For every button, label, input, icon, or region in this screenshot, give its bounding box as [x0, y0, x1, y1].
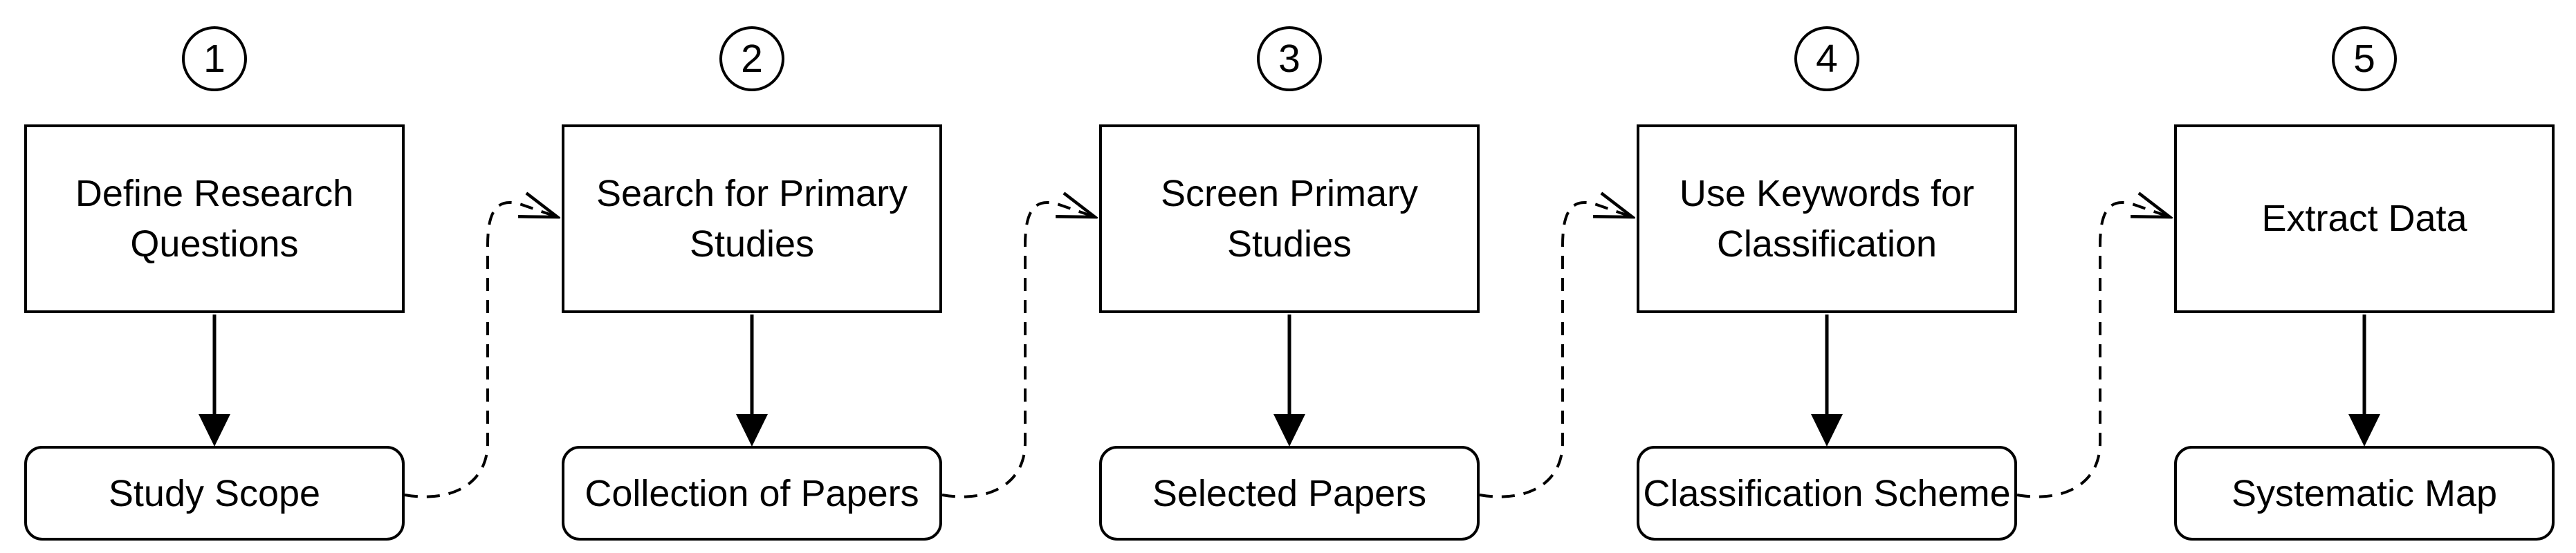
- artifact-label: Study Scope: [108, 472, 321, 514]
- step-number: 4: [1816, 37, 1838, 81]
- step-number: 1: [203, 37, 226, 81]
- artifact-label: Classification Scheme: [1643, 472, 2011, 514]
- process-label: Screen Primary Studies: [1160, 172, 1419, 265]
- process-box: Use Keywords for Classification: [1637, 124, 2017, 313]
- process-label: Extract Data: [2261, 198, 2467, 239]
- process-box: Define Research Questions: [24, 124, 405, 313]
- dashed-connector-arrow-3: [1479, 203, 1632, 498]
- step-3: 3 Screen Primary Studies Selected Papers: [1099, 0, 1480, 553]
- dashed-connector-arrow-1: [404, 203, 558, 498]
- step-number-badge: 5: [2332, 26, 2397, 91]
- step-number-badge: 1: [182, 26, 247, 91]
- step-number: 2: [741, 37, 763, 81]
- process-output-arrow-3: [1273, 315, 1305, 447]
- step-number-badge: 3: [1257, 26, 1322, 91]
- process-label: Use Keywords for Classification: [1679, 172, 1975, 265]
- artifact-box: Study Scope: [24, 446, 405, 541]
- artifact-label: Selected Papers: [1152, 472, 1427, 514]
- artifact-box: Collection of Papers: [562, 446, 942, 541]
- process-label: Define Research Questions: [75, 172, 354, 265]
- process-output-arrow-2: [736, 315, 768, 447]
- step-number-badge: 4: [1794, 26, 1859, 91]
- artifact-box: Selected Papers: [1099, 446, 1480, 541]
- process-label: Search for Primary Studies: [596, 172, 908, 265]
- step-number: 5: [2353, 37, 2375, 81]
- artifact-box: Classification Scheme: [1637, 446, 2017, 541]
- process-box: Screen Primary Studies: [1099, 124, 1480, 313]
- step-5: 5 Extract Data Systematic Map: [2174, 0, 2555, 553]
- process-output-arrow-5: [2348, 315, 2380, 447]
- process-box: Search for Primary Studies: [562, 124, 942, 313]
- process-output-arrow-1: [199, 315, 230, 447]
- dashed-connector-arrow-4: [2016, 203, 2170, 498]
- process-output-arrow-4: [1811, 315, 1843, 447]
- step-2: 2 Search for Primary Studies Collection …: [562, 0, 942, 553]
- artifact-label: Collection of Papers: [585, 472, 919, 514]
- step-1: 1 Define Research Questions Study Scope: [24, 0, 405, 553]
- process-box: Extract Data: [2174, 124, 2555, 313]
- artifact-box: Systematic Map: [2174, 446, 2555, 541]
- dashed-connector-arrow-2: [941, 203, 1095, 498]
- step-number: 3: [1278, 37, 1300, 81]
- artifact-label: Systematic Map: [2231, 472, 2498, 514]
- step-4: 4 Use Keywords for Classification Classi…: [1637, 0, 2017, 553]
- step-number-badge: 2: [719, 26, 784, 91]
